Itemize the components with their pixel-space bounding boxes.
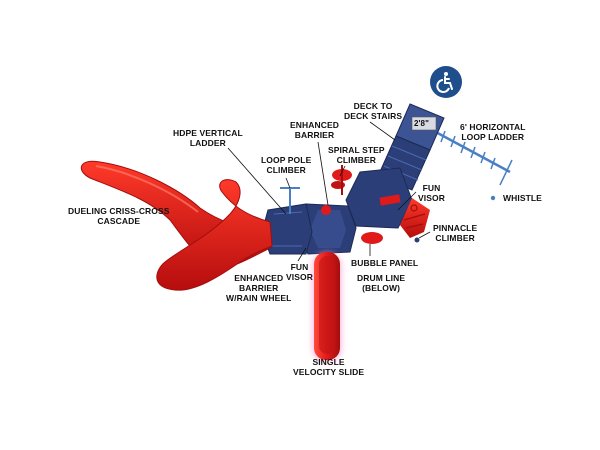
label-hdpe-vertical-ladder: HDPE VERTICAL LADDER <box>173 128 243 148</box>
single-velocity-slide <box>312 252 342 362</box>
label-pinnacle-climber: PINNACLE CLIMBER <box>433 223 478 243</box>
label-fun-visor-bottom: FUN VISOR <box>286 262 313 282</box>
label-enhanced-barrier: ENHANCED BARRIER <box>290 120 339 140</box>
label-enhanced-barrier-rain-wheel: ENHANCED BARRIER W/RAIN WHEEL <box>226 273 292 303</box>
label-drum-line: DRUM LINE (BELOW) <box>357 273 406 293</box>
label-stairs-height: 2'8" <box>414 119 429 128</box>
label-fun-visor-right: FUN VISOR <box>418 183 445 203</box>
spiral-step-climber <box>331 165 352 195</box>
upper-deck <box>345 167 413 229</box>
wheelchair-icon <box>430 66 462 98</box>
label-horizontal-loop-ladder: 6' HORIZONTAL LOOP LADDER <box>460 122 526 142</box>
dueling-criss-cross-cascade <box>80 160 273 291</box>
label-dueling-criss-cross-cascade: DUELING CRISS-CROSS CASCADE <box>68 206 170 226</box>
pinnacle-climber <box>400 198 430 238</box>
whistle-shape <box>490 195 496 201</box>
label-deck-to-deck-stairs: DECK TO DECK STAIRS <box>344 101 403 121</box>
horizontal-loop-ladder <box>431 128 513 186</box>
label-single-velocity-slide: SINGLE VELOCITY SLIDE <box>293 357 365 377</box>
bubble-panel-shape <box>361 232 383 244</box>
label-bubble-panel: BUBBLE PANEL <box>351 258 419 268</box>
label-loop-pole-climber: LOOP POLE CLIMBER <box>261 155 312 175</box>
label-spiral-step-climber: SPIRAL STEP CLIMBER <box>328 145 385 165</box>
label-whistle: WHISTLE <box>503 193 542 203</box>
